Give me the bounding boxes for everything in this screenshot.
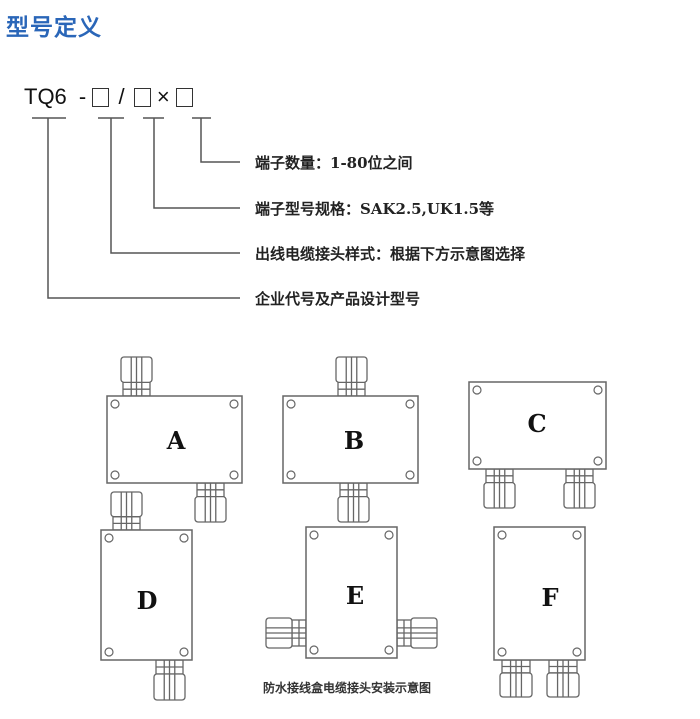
screw-hole <box>384 645 394 655</box>
junction-box-b: B <box>282 395 419 484</box>
screw-hole <box>179 647 189 657</box>
screw-hole <box>472 385 482 395</box>
screw-hole <box>309 645 319 655</box>
cable-gland <box>563 468 596 509</box>
box-label: D <box>137 586 158 615</box>
model-prefix: TQ6 <box>24 84 67 109</box>
screw-hole <box>286 470 296 480</box>
model-dash: - <box>78 84 87 109</box>
cable-gland <box>265 617 307 649</box>
placeholder-box-terminal-type <box>133 88 151 107</box>
box-label: A <box>166 426 186 455</box>
screw-hole <box>229 470 239 480</box>
definition-cable-style: 出线电缆接头样式：根据下方示意图选择 <box>255 245 526 263</box>
screw-hole <box>104 647 114 657</box>
definition-terminal-type: 端子型号规格：SAK2.5,UK1.5等 <box>255 200 495 218</box>
box-label: C <box>527 409 546 438</box>
screw-hole <box>179 533 189 543</box>
box-label: B <box>344 426 364 455</box>
junction-box-a: A <box>106 395 243 484</box>
box-label: E <box>346 581 364 610</box>
junction-box-f: F <box>493 526 586 661</box>
screw-hole <box>405 399 415 409</box>
diagram-caption: 防水接线盒电缆接头安装示意图 <box>263 681 432 695</box>
section-title: 型号定义 <box>6 15 102 41</box>
cable-gland <box>120 356 153 397</box>
screw-hole <box>497 647 507 657</box>
screw-hole <box>497 530 507 540</box>
screw-hole <box>286 399 296 409</box>
screw-hole <box>572 530 582 540</box>
cable-gland <box>546 659 580 698</box>
cable-gland <box>194 482 227 523</box>
placeholder-box-style <box>92 88 110 107</box>
cable-gland <box>110 491 143 531</box>
junction-box-c: C <box>468 381 607 470</box>
model-slash: / <box>118 84 125 109</box>
junction-box-e: E <box>305 526 398 659</box>
screw-hole <box>593 385 603 395</box>
cable-gland <box>337 482 370 523</box>
cable-gland <box>396 617 438 649</box>
leader-terminal-count <box>192 117 240 163</box>
cable-gland <box>153 659 186 701</box>
leader-terminal-type <box>143 117 240 209</box>
junction-box-d: D <box>100 529 193 661</box>
screw-hole <box>229 399 239 409</box>
definition-terminal-count: 端子数量：1-80位之间 <box>255 154 413 172</box>
placeholder-box-terminal-count <box>175 88 193 107</box>
screw-hole <box>384 530 394 540</box>
box-label: F <box>541 583 558 612</box>
screw-hole <box>309 530 319 540</box>
screw-hole <box>472 456 482 466</box>
screw-hole <box>593 456 603 466</box>
cable-gland <box>499 659 533 698</box>
screw-hole <box>110 399 120 409</box>
screw-hole <box>572 647 582 657</box>
leader-style <box>98 117 240 254</box>
cable-gland <box>483 468 516 509</box>
leader-lines <box>32 117 240 299</box>
screw-hole <box>110 470 120 480</box>
leader-prefix <box>32 117 240 299</box>
screw-hole <box>405 470 415 480</box>
screw-hole <box>104 533 114 543</box>
model-code: TQ6 - / × <box>24 84 193 110</box>
model-times: × <box>156 84 170 109</box>
cable-gland <box>335 356 368 397</box>
definition-company-code: 企业代号及产品设计型号 <box>255 290 421 308</box>
